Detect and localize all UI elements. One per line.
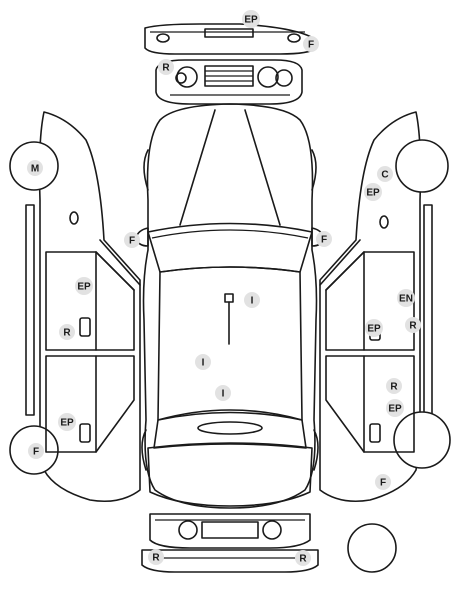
marker-code: I — [251, 296, 254, 307]
marker-code: R — [152, 553, 160, 564]
marker-badge — [386, 399, 404, 417]
marker-code: F — [380, 478, 386, 489]
marker-right-front-fender-c[interactable]: C — [377, 166, 393, 182]
marker-code: EP — [60, 418, 74, 429]
marker-badge — [58, 413, 76, 431]
marker-code: EP — [244, 15, 258, 26]
marker-badge — [148, 549, 164, 565]
marker-code: EP — [388, 404, 402, 415]
spare-tire — [347, 523, 397, 573]
marker-code: F — [33, 447, 39, 458]
marker-badge — [215, 385, 231, 401]
marker-front-bumper-ep[interactable]: EP — [242, 10, 260, 28]
marker-left-rear-door-ep[interactable]: EP — [58, 413, 76, 431]
marker-badge — [316, 231, 332, 247]
marker-roof-i[interactable]: I — [244, 292, 260, 308]
marker-right-rear-wheel-f[interactable]: F — [375, 474, 391, 490]
marker-rear-bumper-r-right[interactable]: R — [295, 550, 311, 566]
marker-front-grille-r[interactable]: R — [158, 59, 174, 75]
marker-badge — [377, 166, 393, 182]
marker-badge — [195, 354, 211, 370]
marker-code: F — [129, 236, 135, 247]
marker-code: C — [381, 170, 388, 181]
marker-code: R — [299, 554, 307, 565]
marker-right-front-fender-ep[interactable]: EP — [364, 183, 382, 201]
marker-code: I — [202, 358, 205, 369]
marker-front-bumper-f[interactable]: F — [303, 36, 319, 52]
marker-left-front-wheel-m[interactable]: M — [27, 160, 43, 176]
marker-badge — [242, 10, 260, 28]
front-grille-view — [155, 59, 303, 105]
marker-right-rear-door-ep[interactable]: EP — [386, 399, 404, 417]
marker-badge — [386, 378, 402, 394]
marker-code: R — [63, 328, 71, 339]
marker-badge — [375, 474, 391, 490]
marker-badge — [124, 232, 140, 248]
marker-code: R — [409, 321, 417, 332]
marker-code: EP — [367, 324, 381, 335]
marker-badge — [75, 277, 93, 295]
marker-badge — [405, 317, 421, 333]
marker-badge — [303, 36, 319, 52]
marker-left-front-door-ep[interactable]: EP — [75, 277, 93, 295]
marker-rear-bumper-r-left[interactable]: R — [148, 549, 164, 565]
marker-hood-i-1[interactable]: I — [195, 354, 211, 370]
rear-view — [141, 513, 319, 573]
marker-badge — [397, 289, 415, 307]
marker-code: EP — [366, 188, 380, 199]
marker-code: R — [390, 382, 398, 393]
marker-hood-i-2[interactable]: I — [215, 385, 231, 401]
marker-code: I — [222, 389, 225, 400]
marker-right-mirror-f[interactable]: F — [316, 231, 332, 247]
marker-badge — [28, 443, 44, 459]
marker-badge — [364, 183, 382, 201]
marker-code: F — [308, 40, 314, 51]
marker-code: R — [162, 63, 170, 74]
marker-code: EN — [399, 294, 413, 305]
marker-badge — [59, 324, 75, 340]
marker-badge — [365, 319, 383, 337]
marker-code: M — [31, 164, 39, 175]
marker-badge — [295, 550, 311, 566]
marker-right-front-door-r[interactable]: R — [405, 317, 421, 333]
marker-left-front-door-r[interactable]: R — [59, 324, 75, 340]
marker-code: F — [321, 235, 327, 246]
marker-right-front-door-en[interactable]: EN — [397, 289, 415, 307]
marker-badge — [158, 59, 174, 75]
car-top-view — [135, 103, 325, 509]
marker-code: EP — [77, 282, 91, 293]
marker-left-mirror-f[interactable]: F — [124, 232, 140, 248]
front-bumper-view — [144, 23, 317, 55]
marker-badge — [27, 160, 43, 176]
marker-left-rear-wheel-f[interactable]: F — [28, 443, 44, 459]
marker-badge — [244, 292, 260, 308]
marker-right-rear-door-r[interactable]: R — [386, 378, 402, 394]
right-side-view — [319, 111, 451, 503]
marker-right-front-door-ep[interactable]: EP — [365, 319, 383, 337]
